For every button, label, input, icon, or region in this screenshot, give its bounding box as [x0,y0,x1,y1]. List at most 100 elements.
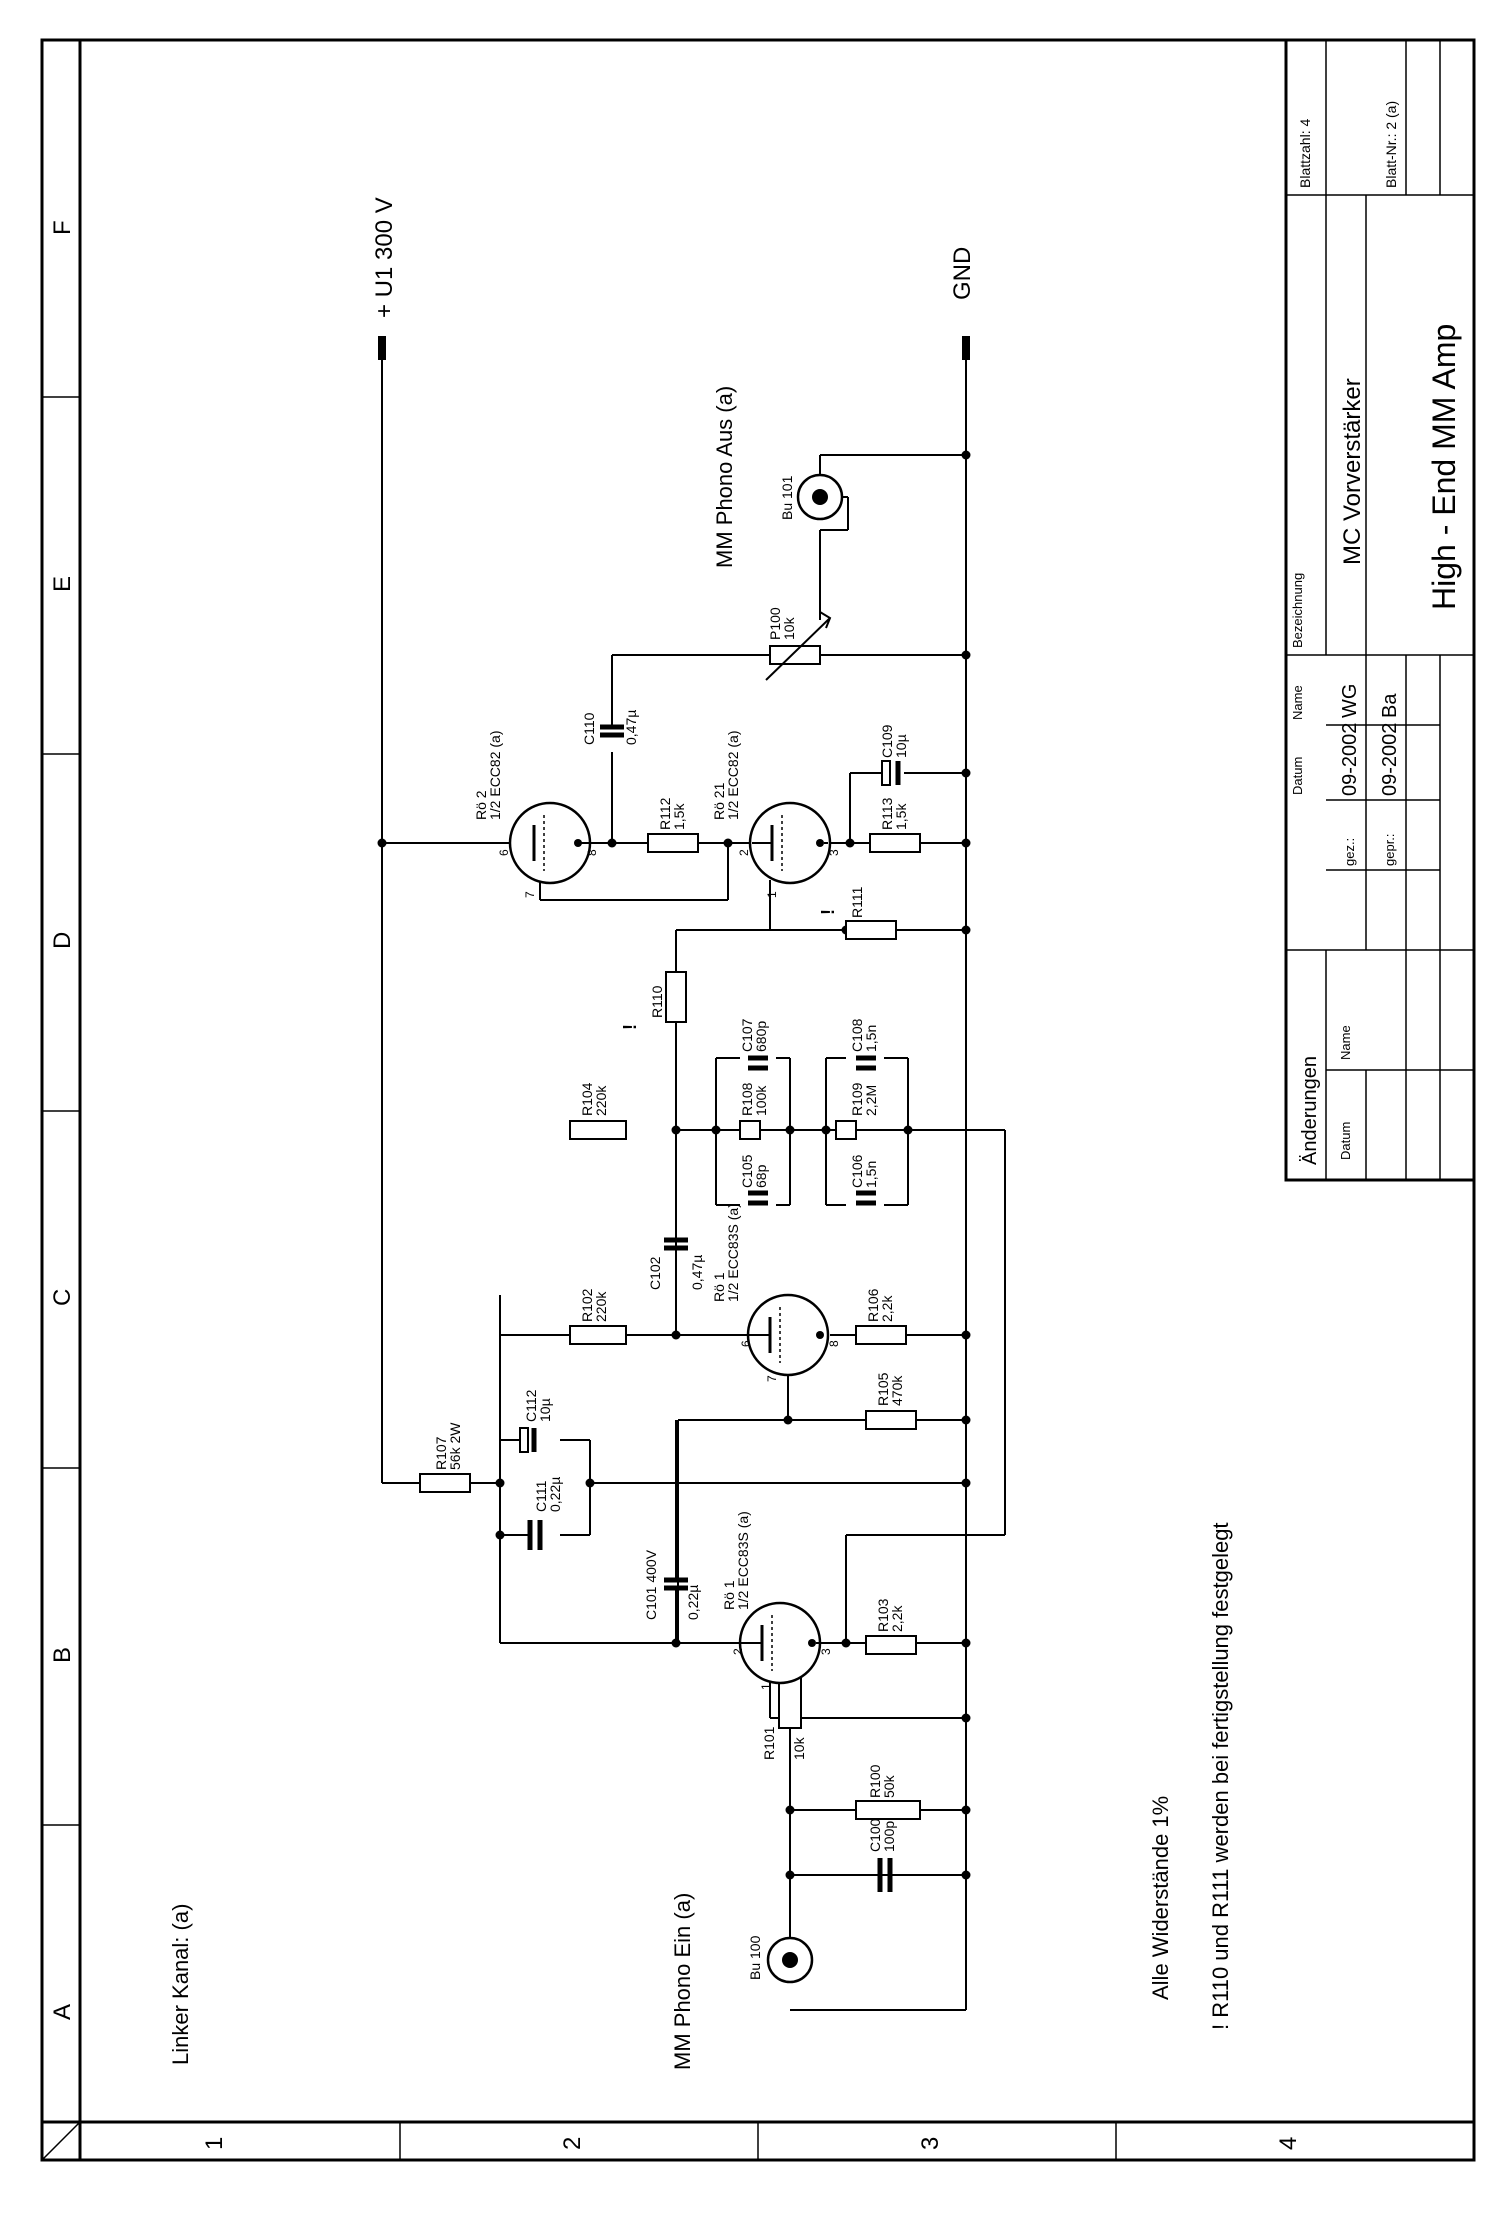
bu100-label: Bu 100 [747,1935,763,1980]
svg-text:56k 2W: 56k 2W [447,1422,463,1470]
svg-text:P100: P100 [767,607,783,640]
svg-text:C100: C100 [867,1818,883,1852]
svg-text:1/2 ECC83S (a): 1/2 ECC83S (a) [735,1511,751,1610]
svg-text:R107: R107 [433,1436,449,1470]
capacitors [519,724,901,1892]
row-label-2: 2 [559,2137,586,2150]
resistors [419,611,921,1820]
tube-ro1-stage2 [740,1293,830,1377]
svg-text:Rö 2: Rö 2 [473,790,489,820]
svg-text:C109: C109 [879,724,895,758]
r100-body [855,1800,921,1820]
svg-text:50k: 50k [881,1774,897,1798]
drawn-date: 09-2002 [1339,723,1361,796]
svg-text:C107: C107 [739,1018,755,1052]
drawn-name: WG [1339,684,1361,718]
svg-text:100k: 100k [753,1085,769,1116]
drawing-title: High - End MM Amp [1426,324,1462,610]
checked-name: Ba [1379,693,1401,718]
svg-text:470k: 470k [889,1375,905,1406]
svg-text:1/2 ECC82 (a): 1/2 ECC82 (a) [725,731,741,820]
channel-note: Linker Kanal: (a) [168,1904,193,2065]
ground-terminal [962,336,970,360]
pin-label: 6 [497,849,511,856]
svg-text:10k: 10k [791,1736,807,1760]
svg-text:10µ: 10µ [893,734,909,758]
svg-text:1,5k: 1,5k [893,803,909,830]
svg-text:C106: C106 [849,1154,865,1188]
r108-body [739,1120,761,1140]
svg-text:Rö 1: Rö 1 [721,1580,737,1610]
svg-text:C108: C108 [849,1018,865,1052]
pin-label: 2 [731,1648,745,1655]
svg-text:1/2 ECC82 (a): 1/2 ECC82 (a) [487,731,503,820]
supply-terminal [378,336,386,360]
tube-ro2-label: Rö 21/2 ECC82 (a) [473,731,503,820]
wiring [381,350,1006,2011]
r103-body [865,1635,917,1655]
c112-symbol [519,1427,537,1453]
svg-text:68p: 68p [753,1164,769,1188]
svg-text:10µ: 10µ [537,1398,553,1422]
svg-text:2,2k: 2,2k [889,1605,905,1632]
svg-text:R106: R106 [865,1288,881,1322]
pin-label: 7 [523,891,537,898]
svg-text:1,5k: 1,5k [671,803,687,830]
row-label-1: 1 [201,2137,228,2150]
svg-text:R109: R109 [849,1082,865,1116]
svg-text:2,2k: 2,2k [879,1295,895,1322]
r104-body [569,1120,627,1140]
tube-ro2 [508,801,592,885]
row-label-4: 4 [1275,2137,1302,2150]
ground-label: GND [949,247,976,300]
svg-text:Rö 21: Rö 21 [711,782,727,820]
svg-text:R102: R102 [579,1288,595,1322]
changes-date-header: Datum [1338,1122,1353,1160]
r109-body [835,1120,857,1140]
svg-text:1,5n: 1,5n [863,1025,879,1052]
svg-text:0,22µ: 0,22µ [685,1585,701,1620]
r107-body [419,1473,471,1493]
svg-text:C110: C110 [581,712,597,745]
pin-label: 8 [585,849,599,856]
c108-symbol [856,1055,876,1071]
supply-label: + U1 300 V [371,197,398,318]
svg-text:C101 400V: C101 400V [643,1549,659,1620]
sheet-number: Blatt-Nr.: 2 (a) [1383,101,1399,188]
warning-mark-r110: ! [620,1024,640,1030]
changes-name-header: Name [1338,1025,1353,1060]
c109-symbol [881,760,901,786]
column-label-f: F [49,220,76,235]
svg-text:C112: C112 [523,1389,539,1422]
column-label-b: B [49,1647,76,1663]
c106-symbol [856,1190,876,1206]
drawn-label: gez.: [1342,838,1357,866]
warning-mark-r111: ! [818,909,838,915]
svg-text:220k: 220k [593,1291,609,1322]
c100-symbol [877,1858,893,1892]
output-label: MM Phono Aus (a) [712,386,737,568]
tube-ro21-label: Rö 211/2 ECC82 (a) [711,731,741,820]
svg-text:0,47µ: 0,47µ [689,1255,705,1290]
svg-text:1,5n: 1,5n [863,1161,879,1188]
svg-text:0,47µ: 0,47µ [623,710,639,745]
notes: Linker Kanal: (a) MM Phono Ein (a) Alle … [168,197,1233,2070]
r105-body [865,1410,917,1430]
svg-text:R112: R112 [657,797,673,830]
junction-dots [377,450,971,1880]
